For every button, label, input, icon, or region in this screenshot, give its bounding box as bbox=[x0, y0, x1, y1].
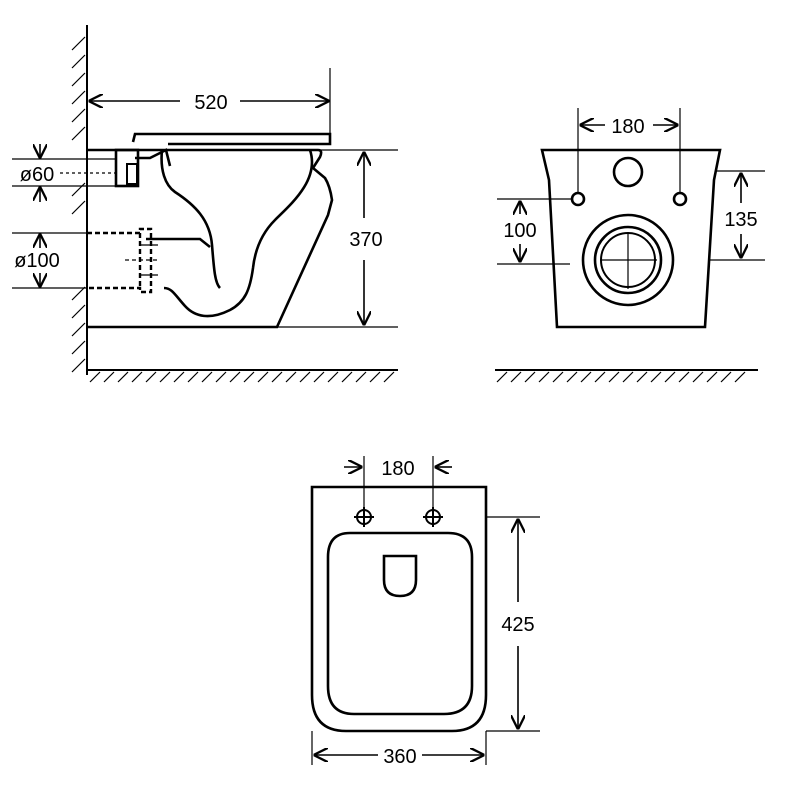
top-view: 180 425 360 bbox=[310, 456, 540, 768]
seat-opening bbox=[326, 531, 474, 716]
outlet-outer-ring bbox=[581, 213, 675, 307]
rear-outline bbox=[540, 148, 722, 329]
inlet-diameter-label: ø60 bbox=[20, 164, 54, 186]
wall-hatch bbox=[71, 36, 86, 373]
bolt-mark-right bbox=[423, 507, 443, 527]
top-bolt-spacing-label: 180 bbox=[381, 458, 414, 480]
width-label: 520 bbox=[194, 92, 227, 114]
bowl-outline bbox=[87, 148, 334, 329]
floor-hatch bbox=[89, 371, 395, 383]
rear-view: 180 100 135 bbox=[495, 108, 765, 383]
bolt-mark-left bbox=[354, 507, 374, 527]
side-view: 520 370 ø60 ø100 bbox=[12, 25, 398, 383]
depth-label: 425 bbox=[501, 614, 534, 636]
top-outline bbox=[310, 485, 488, 733]
bolt-hole-left bbox=[570, 191, 586, 207]
floor-hatch bbox=[496, 371, 746, 383]
height-label: 370 bbox=[349, 229, 382, 251]
bolt-hole-right bbox=[672, 191, 688, 207]
outlet-pipe bbox=[87, 227, 153, 294]
drain-slot bbox=[382, 554, 418, 598]
inlet-hole bbox=[612, 156, 644, 188]
bolt-spacing-label: 180 bbox=[611, 116, 644, 138]
top-width-label: 360 bbox=[383, 746, 416, 768]
outlet-diameter-label: ø100 bbox=[14, 250, 60, 272]
bowl-interior bbox=[160, 149, 222, 289]
seat-outline bbox=[131, 132, 332, 146]
bolt-height-label: 135 bbox=[724, 209, 757, 231]
outlet-height-label: 100 bbox=[503, 220, 536, 242]
